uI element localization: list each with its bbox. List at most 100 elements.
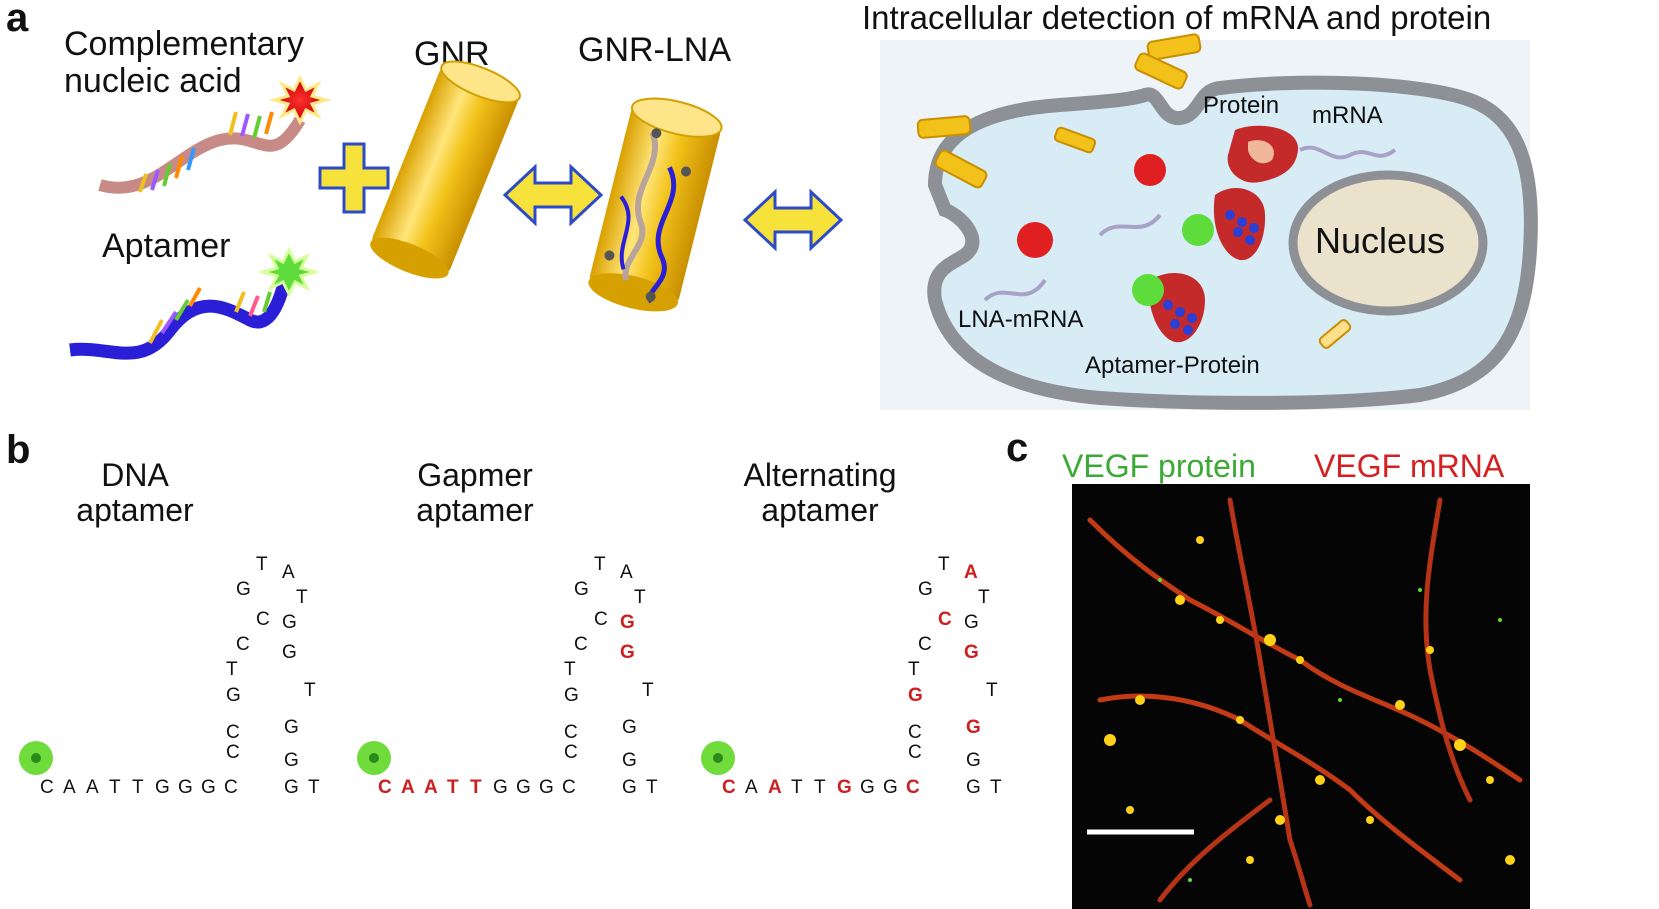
- nucleotide-label: G: [966, 777, 981, 798]
- alternating-aptamer-title-line2: aptamer: [761, 492, 879, 529]
- nucleotide-label: G: [282, 612, 297, 633]
- double-arrow-icon: [742, 188, 844, 252]
- double-arrow-icon: [502, 163, 604, 227]
- nucleotide-label: C: [40, 777, 54, 798]
- nucleotide-label: A: [768, 777, 782, 798]
- nucleotide-label: C: [918, 634, 932, 655]
- nucleotide-label: A: [424, 777, 438, 798]
- nucleotide-label: G: [964, 642, 979, 663]
- nucleotide-label: T: [990, 777, 1002, 798]
- green-fluorophore-icon: [257, 246, 321, 298]
- nucleotide-label: T: [226, 659, 238, 680]
- red-fluorophore-icon: [1017, 222, 1053, 258]
- nucleotide-label: G: [918, 579, 933, 600]
- nucleotide-label: T: [132, 777, 144, 798]
- nucleotide-label: T: [634, 587, 646, 608]
- plus-icon: [318, 142, 390, 214]
- lna-mrna-label: LNA-mRNA: [958, 306, 1084, 333]
- nucleotide-label: C: [908, 742, 922, 763]
- nucleotide-label: T: [791, 777, 803, 798]
- nucleotide-label: G: [282, 642, 297, 663]
- nucleotide-label: C: [938, 609, 952, 630]
- nucleotide-label: T: [646, 777, 658, 798]
- fluorophore-core: [713, 753, 723, 763]
- nucleotide-label: T: [109, 777, 121, 798]
- nucleotide-label: A: [401, 777, 415, 798]
- protein-label: Protein: [1203, 92, 1280, 119]
- nucleotide-label: G: [622, 750, 637, 771]
- nucleotide-label: G: [964, 612, 979, 633]
- alternating-aptamer-title: Alternating aptamer: [730, 457, 910, 529]
- nucleus: [1288, 170, 1488, 316]
- nucleus-label: Nucleus: [1315, 220, 1446, 261]
- nucleotide-label: G: [284, 717, 299, 738]
- nucleotide-label: T: [986, 680, 998, 701]
- nucleotide-label: A: [282, 562, 295, 583]
- gnr-lna-label: GNR-LNA: [578, 31, 732, 69]
- complementary-label-line1: Complementary: [64, 25, 304, 63]
- nucleotide-label: A: [745, 777, 758, 798]
- aptamer-protein-label: Aptamer-Protein: [1085, 352, 1260, 379]
- nucleotide-label: T: [296, 587, 308, 608]
- nucleotide-label: T: [304, 680, 316, 701]
- nucleotide-label: T: [978, 587, 990, 608]
- nucleotide-label: G: [620, 612, 635, 633]
- nucleotide-label: G: [493, 777, 508, 798]
- nucleotide-label: C: [564, 742, 578, 763]
- red-fluorophore-icon: [1134, 154, 1166, 186]
- nucleotide-label: G: [837, 777, 852, 798]
- fluorophore-core: [31, 753, 41, 763]
- nucleotide-label: C: [226, 742, 240, 763]
- mrna-label: mRNA: [1312, 102, 1383, 129]
- nucleotide-label: G: [966, 750, 981, 771]
- nucleotide-label: A: [86, 777, 99, 798]
- nucleotide-label: G: [178, 777, 193, 798]
- gapmer-aptamer-title: Gapmer aptamer: [395, 457, 555, 529]
- nucleotide-label: T: [564, 659, 576, 680]
- vegf-green-dots: [1158, 578, 1502, 882]
- nucleotide-label: C: [906, 777, 920, 798]
- complementary-strand: [98, 74, 332, 194]
- nucleotide-label: T: [308, 777, 320, 798]
- nucleotide-label: G: [860, 777, 875, 798]
- nucleotide-label: G: [284, 777, 299, 798]
- nucleotide-label: G: [236, 579, 251, 600]
- nucleotide-label: T: [256, 554, 268, 575]
- nucleotide-label: C: [594, 609, 608, 630]
- dna-aptamer-title-line2: aptamer: [76, 492, 194, 529]
- nucleotide-label: C: [256, 609, 270, 630]
- nucleotide-label: T: [594, 554, 606, 575]
- nucleotide-label: C: [226, 722, 240, 743]
- nucleotide-label: C: [908, 722, 922, 743]
- nucleotide-label: G: [883, 777, 898, 798]
- dna-aptamer-title-line1: DNA: [101, 457, 169, 493]
- panel-c-letter: c: [1006, 426, 1029, 470]
- nucleotide-label: C: [564, 722, 578, 743]
- fluorophore-core: [369, 753, 379, 763]
- gapmer-aptamer-title-line2: aptamer: [416, 492, 534, 529]
- complementary-label: Complementary nucleic acid: [64, 25, 304, 101]
- nucleotide-label: G: [622, 717, 637, 738]
- panel-b-letter: b: [6, 428, 31, 472]
- nucleotide-label: G: [539, 777, 554, 798]
- nucleotide-label: G: [620, 642, 635, 663]
- mrna-icon: [983, 145, 1397, 302]
- nucleotide-label: T: [938, 554, 950, 575]
- red-fluorophore-icon: [268, 74, 332, 126]
- nucleotide-label: C: [224, 777, 238, 798]
- nucleotide-label: C: [722, 777, 736, 798]
- nucleotide-label: G: [284, 750, 299, 771]
- cell-title: Intracellular detection of mRNA and prot…: [862, 0, 1492, 36]
- nucleotide-label: G: [622, 777, 637, 798]
- nucleotide-label: C: [562, 777, 576, 798]
- nucleotide-label: T: [908, 659, 920, 680]
- dna-aptamer-title: DNA aptamer: [60, 457, 210, 529]
- nucleotide-label: G: [574, 579, 589, 600]
- panel-a-letter: a: [6, 0, 29, 40]
- alternating-aptamer-title-line1: Alternating: [743, 457, 897, 493]
- nucleotide-label: G: [516, 777, 531, 798]
- complementary-label-line2: nucleic acid: [64, 62, 242, 101]
- vegf-yellow-dots: [1104, 536, 1515, 865]
